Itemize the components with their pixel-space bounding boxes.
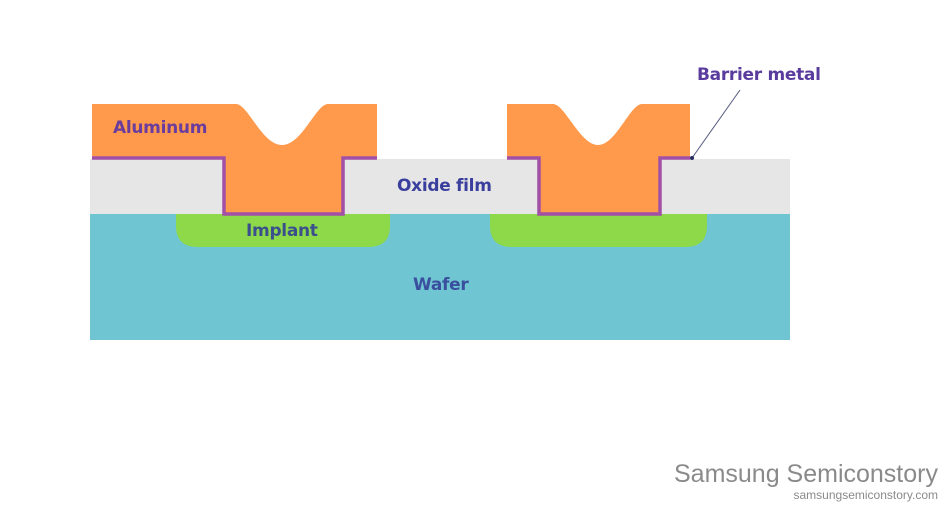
oxide-film-label: Oxide film <box>397 176 492 196</box>
barrier-metal-left <box>92 156 377 216</box>
aluminum-right <box>507 104 690 214</box>
oxide-film-layer <box>90 159 790 214</box>
barrier-metal-right <box>507 156 690 216</box>
wafer-label: Wafer <box>413 275 469 295</box>
barrier-metal-pointer-dot <box>690 156 694 160</box>
barrier-metal-label: Barrier metal <box>697 65 821 85</box>
barrier-metal-pointer <box>691 89 741 159</box>
implant-left <box>176 214 390 247</box>
brand-title: Samsung Semiconstory <box>673 460 938 488</box>
implant-label: Implant <box>246 221 318 241</box>
implant-right <box>490 214 707 247</box>
aluminum-label: Aluminum <box>113 118 208 138</box>
aluminum-left <box>92 104 377 214</box>
brand-url: samsungsemiconstory.com <box>793 488 939 502</box>
